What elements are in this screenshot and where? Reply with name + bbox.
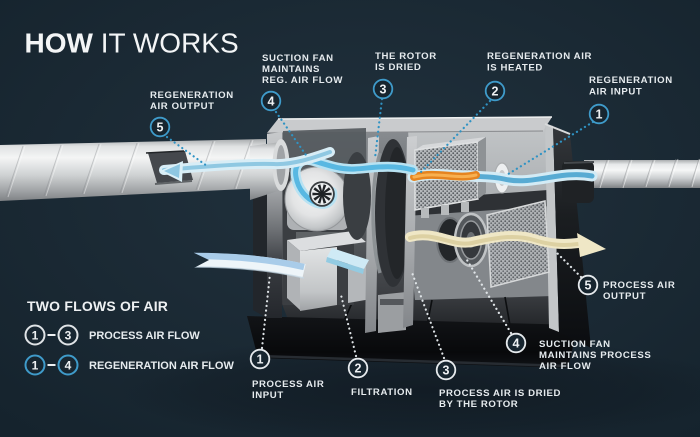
svg-text:AIR INPUT: AIR INPUT [589,87,642,98]
svg-text:OUTPUT: OUTPUT [603,291,646,302]
svg-text:HOW IT WORKS: HOW IT WORKS [25,28,239,59]
svg-text:BY THE ROTOR: BY THE ROTOR [439,399,518,410]
svg-text:2: 2 [355,362,362,376]
svg-text:AIR OUTPUT: AIR OUTPUT [150,101,215,112]
svg-text:PROCESS AIR: PROCESS AIR [252,379,324,390]
svg-text:THE ROTOR: THE ROTOR [375,51,437,62]
svg-text:REGENERATION: REGENERATION [589,75,673,86]
svg-text:FILTRATION: FILTRATION [351,387,413,398]
svg-text:AIR FLOW: AIR FLOW [539,361,592,372]
svg-text:PROCESS AIR FLOW: PROCESS AIR FLOW [89,330,200,342]
svg-text:1: 1 [596,108,603,122]
svg-text:REGENERATION AIR FLOW: REGENERATION AIR FLOW [89,360,234,372]
svg-text:5: 5 [157,121,164,135]
svg-text:REGENERATION AIR: REGENERATION AIR [487,51,592,62]
svg-text:1: 1 [32,329,39,343]
svg-text:SUCTION FAN: SUCTION FAN [262,53,334,64]
svg-text:5: 5 [585,279,592,293]
svg-text:INPUT: INPUT [252,390,284,401]
svg-text:4: 4 [65,359,72,373]
svg-text:2: 2 [492,85,499,99]
svg-text:1: 1 [32,359,39,373]
svg-text:3: 3 [443,364,450,378]
svg-text:1: 1 [257,353,264,367]
svg-text:3: 3 [65,329,72,343]
svg-text:3: 3 [380,83,387,97]
svg-text:PROCESS AIR IS DRIED: PROCESS AIR IS DRIED [439,388,561,399]
svg-text:IS DRIED: IS DRIED [375,62,421,73]
svg-text:4: 4 [513,337,520,351]
svg-text:PROCESS AIR: PROCESS AIR [603,280,675,291]
svg-text:MAINTAINS: MAINTAINS [262,64,320,75]
svg-text:IS HEATED: IS HEATED [487,63,543,74]
svg-text:SUCTION FAN: SUCTION FAN [539,339,611,350]
svg-text:MAINTAINS PROCESS: MAINTAINS PROCESS [539,350,651,361]
svg-text:REGENERATION: REGENERATION [150,90,234,101]
svg-text:TWO FLOWS OF AIR: TWO FLOWS OF AIR [27,298,168,314]
svg-text:4: 4 [268,95,275,109]
svg-text:REG. AIR FLOW: REG. AIR FLOW [262,75,343,86]
